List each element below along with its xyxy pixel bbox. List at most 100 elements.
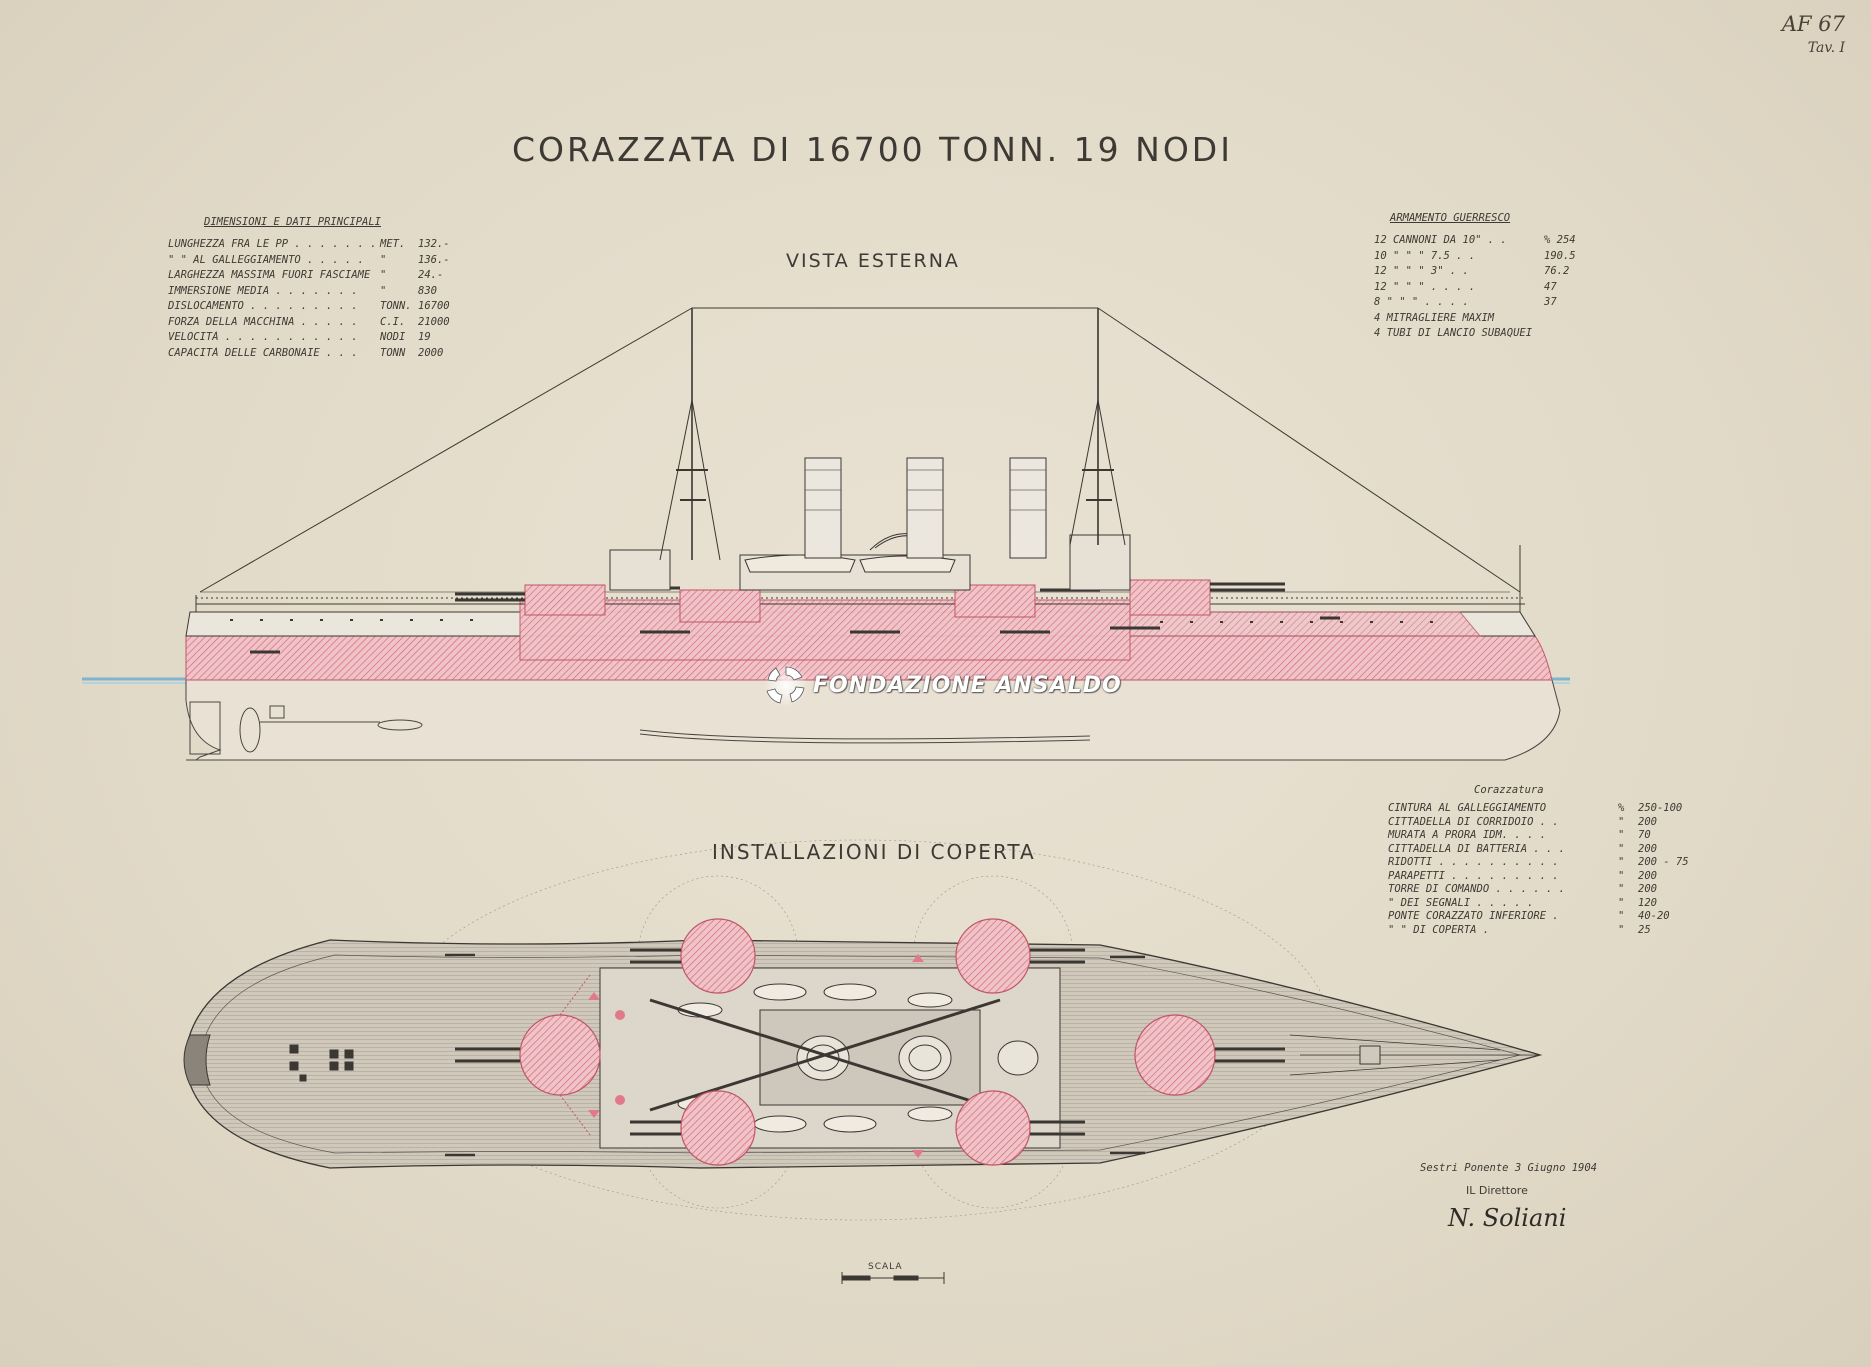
armor-thickness: 120: [1638, 896, 1657, 909]
deck-turret-fore: [1134, 1014, 1216, 1096]
dimension-value: 132.-: [418, 238, 450, 250]
armor-item: RIDOTTI . . . . . . . . . .: [1388, 856, 1559, 868]
armament-item: 8 " " " . . . .: [1374, 296, 1469, 308]
dimension-label: FORZA DELLA MACCHINA . . . . .: [168, 315, 358, 328]
dimension-row: LARGHEZZA MASSIMA FUORI FASCIAME"24.-: [168, 269, 478, 285]
dimension-value: 16700: [418, 300, 450, 312]
armament-heading: ARMAMENTO GUERRESCO: [1390, 212, 1511, 224]
armor-unit: ": [1618, 883, 1625, 895]
deck-turret-4: [955, 1090, 1031, 1166]
armament-calibre: 37: [1544, 296, 1557, 308]
funnels: [804, 457, 1047, 559]
scale-bar: [841, 1272, 945, 1284]
armor-unit: %: [1618, 802, 1625, 814]
armor-item: CITTADELLA DI BATTERIA . . .: [1388, 842, 1566, 855]
armament-row: 4 MITRAGLIERE MAXIM: [1374, 312, 1604, 328]
armor-item: TORRE DI COMANDO . . . . . .: [1388, 883, 1566, 895]
armor-thickness: 200: [1638, 883, 1657, 895]
dimension-unit: ": [380, 284, 387, 297]
armament-row: 12 " " " 3" . . 76.2: [1374, 265, 1604, 281]
deck-turret-1: [680, 918, 756, 994]
dimension-row: " " AL GALLEGGIAMENTO . . . . ."136.-: [168, 254, 478, 270]
armament-row: 8 " " " . . . . 37: [1374, 296, 1604, 312]
masts: [195, 307, 1521, 612]
armor-thickness: 70: [1638, 829, 1651, 841]
armor-table: Corazzatura CINTURA AL GALLEGGIAMENTO%25…: [1388, 784, 1708, 937]
dimension-row: LUNGHEZZA FRA LE PP . . . . . . .MET.132…: [168, 238, 478, 254]
armament-item: 12 CANNONI DA 10" . .: [1374, 234, 1507, 246]
armor-unit: ": [1618, 829, 1625, 841]
reference-code: AF 67: [1781, 12, 1845, 36]
dimension-value: 24.-: [418, 269, 444, 281]
armament-calibre: 76.2: [1544, 265, 1570, 277]
turret-fore-port: [524, 584, 606, 616]
director-label: IL Direttore: [1466, 1184, 1528, 1197]
armor-thickness: 200: [1638, 842, 1657, 855]
armor-unit: ": [1618, 910, 1625, 922]
reference-block: AF 67 Tav. I: [1782, 12, 1845, 60]
side-view-title: VISTA ESTERNA: [786, 250, 960, 272]
armament-item: 12 " " " 3" . .: [1374, 265, 1469, 277]
armament-calibre: % 254: [1544, 234, 1576, 246]
armor-item: MURATA A PRORA IDM. . . .: [1388, 829, 1547, 841]
armor-unit: ": [1618, 856, 1625, 868]
dimension-unit: NODI: [380, 331, 406, 343]
armor-thickness: 250-100: [1638, 802, 1683, 814]
dimensions-heading: DIMENSIONI E DATI PRINCIPALI: [204, 216, 382, 228]
armor-row: CITTADELLA DI CORRIDOIO . ."200: [1388, 816, 1708, 830]
armor-item: PARAPETTI . . . . . . . . .: [1388, 869, 1559, 882]
watermark-text: FONDAZIONE ANSALDO: [813, 673, 1122, 698]
drawing-title: CORAZZATA DI 16700 TONN. 19 NODI: [512, 130, 1233, 169]
dimension-row: DISLOCAMENTO . . . . . . . . . TONN. 16700: [168, 300, 478, 316]
armor-thickness: 25: [1638, 923, 1651, 936]
armament-row: 10 " " " 7.5 . .190.5: [1374, 250, 1604, 266]
armament-item: 12 " " " . . . .: [1374, 280, 1476, 293]
dimension-row: VELOCITÀ . . . . . . . . . . . NODI 19: [168, 331, 478, 347]
dimension-row: CAPACITÀ DELLE CARBONAIE . . . TONN 2000: [168, 347, 478, 363]
armor-unit: ": [1618, 896, 1625, 909]
armor-row: PARAPETTI . . . . . . . . ."200: [1388, 870, 1708, 884]
armament-item: 4 MITRAGLIERE MAXIM: [1374, 311, 1495, 324]
dimension-row: IMMERSIONE MEDIA . . . . . . ."830: [168, 285, 478, 301]
dimension-label: IMMERSIONE MEDIA . . . . . . .: [168, 284, 358, 297]
side-view: [82, 307, 1570, 761]
dimension-label: DISLOCAMENTO . . . . . . . . .: [168, 300, 358, 312]
dimensions-rows: LUNGHEZZA FRA LE PP . . . . . . .MET.132…: [168, 238, 478, 362]
dimension-unit: TONN: [380, 346, 406, 359]
armor-unit: ": [1618, 815, 1625, 828]
deck-turret-aft: [519, 1014, 601, 1096]
place-date: Sestri Ponente 3 Giugno 1904: [1420, 1162, 1598, 1174]
armor-row: CINTURA AL GALLEGGIAMENTO% 250-100: [1388, 802, 1708, 816]
armament-row: 12 " " " . . . . 47: [1374, 281, 1604, 297]
dimension-value: 19: [418, 331, 431, 343]
armor-unit: ": [1618, 842, 1625, 855]
deck-turret-2: [955, 918, 1031, 994]
armament-calibre: 47: [1544, 280, 1557, 293]
dimension-label: VELOCITÀ . . . . . . . . . . .: [168, 331, 358, 343]
dimension-row: FORZA DELLA MACCHINA . . . . .C.I.21000: [168, 316, 478, 332]
dimension-value: 2000: [418, 346, 444, 359]
turret-aft: [1129, 579, 1211, 616]
armor-row: " DEI SEGNALI . . . . ."120: [1388, 897, 1708, 911]
armor-unit: ": [1618, 869, 1625, 882]
armor-thickness: 200: [1638, 815, 1657, 828]
dimension-unit: ": [380, 269, 387, 281]
dimension-label: LUNGHEZZA FRA LE PP . . . . . . .: [168, 238, 377, 250]
armor-row: TORRE DI COMANDO . . . . . . " 200: [1388, 883, 1708, 897]
armament-calibre: 190.5: [1544, 249, 1576, 262]
director-signature: N. Soliani: [1448, 1204, 1567, 1232]
deck-view: [183, 839, 1543, 1221]
dimension-unit: TONN.: [380, 300, 412, 312]
dimension-value: 136.-: [418, 253, 450, 266]
armor-item: PONTE CORAZZATO INFERIORE .: [1388, 910, 1559, 922]
armor-row: CITTADELLA DI BATTERIA . . . " 200: [1388, 843, 1708, 857]
armament-row: 12 CANNONI DA 10" . . % 254: [1374, 234, 1604, 250]
armament-item: 4 TUBI DI LANCIO SUBAQUEI: [1374, 327, 1533, 339]
turret-fore-centre: [679, 589, 761, 623]
armor-item: CINTURA AL GALLEGGIAMENTO: [1388, 802, 1547, 814]
dimension-label: CAPACITÀ DELLE CARBONAIE . . .: [168, 346, 358, 359]
dimension-value: 21000: [418, 315, 450, 328]
watermark-logo: [764, 663, 808, 707]
